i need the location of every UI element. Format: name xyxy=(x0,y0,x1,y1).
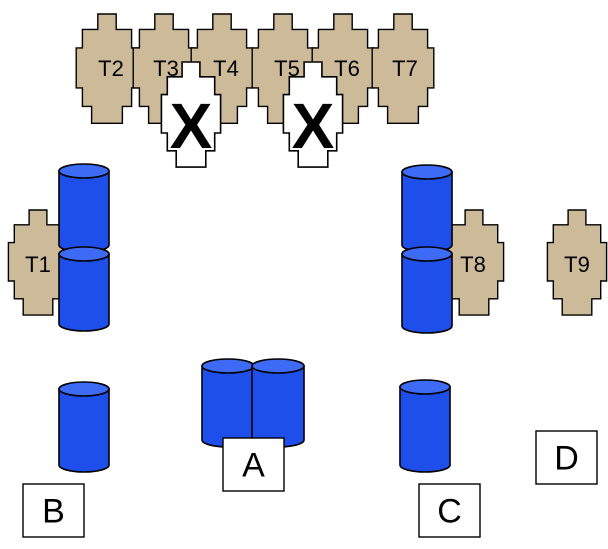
barrel-lid xyxy=(58,163,110,179)
no-shoot-target: X xyxy=(282,61,344,168)
position-label: C xyxy=(437,493,462,531)
barrel-body xyxy=(401,253,453,334)
barrel-lid xyxy=(58,246,110,262)
barrel-lid xyxy=(251,358,305,374)
barrel-body xyxy=(58,170,110,253)
target-label: T1 xyxy=(25,252,51,277)
position-box-frame xyxy=(22,483,85,538)
no-shoot-silhouette xyxy=(160,61,222,168)
target-label: T6 xyxy=(334,56,360,81)
barrel-lid xyxy=(58,381,110,397)
position-box-frame xyxy=(222,437,285,492)
target-label: T8 xyxy=(460,252,486,277)
barrel-body xyxy=(58,388,110,473)
barrel-body xyxy=(401,171,453,253)
barrel-left-stack-bottom xyxy=(58,246,110,332)
position-box-c: C xyxy=(418,483,481,538)
no-shoot-target: X xyxy=(160,61,222,168)
target-silhouette xyxy=(371,13,435,124)
target-label: T2 xyxy=(98,56,124,81)
position-box-frame xyxy=(535,430,598,485)
no-shoot-x-mark: X xyxy=(170,90,213,162)
target-t9: T9 xyxy=(546,209,608,316)
barrel-right-stack-bottom xyxy=(401,246,453,334)
position-box-frame xyxy=(418,483,481,538)
barrel-left-single xyxy=(58,381,110,473)
position-label: A xyxy=(242,447,265,485)
barrel-lid xyxy=(399,379,451,395)
barrel-lid xyxy=(201,358,255,374)
position-box-b: B xyxy=(22,483,85,538)
target-label: T4 xyxy=(213,56,239,81)
barrel-lid xyxy=(401,246,453,262)
target-label: T9 xyxy=(564,252,590,277)
position-box-a: A xyxy=(222,437,285,492)
target-silhouette xyxy=(546,209,608,316)
barrel-center-pair-right xyxy=(251,358,305,448)
barrel-center-pair-left xyxy=(201,358,255,448)
barrel-body xyxy=(201,365,255,448)
barrel-body xyxy=(58,253,110,332)
no-shoot-x-mark: X xyxy=(292,90,335,162)
barrel-right-stack-top xyxy=(401,164,453,253)
no-shoot-silhouette xyxy=(282,61,344,168)
position-label: B xyxy=(42,493,65,531)
target-silhouette xyxy=(75,13,139,124)
barrels-layer xyxy=(58,163,453,473)
target-t7: T7 xyxy=(371,13,435,124)
target-t8: T8 xyxy=(443,209,505,316)
barrel-lid xyxy=(401,164,453,180)
barrel-body xyxy=(399,386,451,473)
barrel-right-single xyxy=(399,379,451,473)
position-box-d: D xyxy=(535,430,598,485)
positions-layer: A B C D xyxy=(22,430,598,538)
target-label: T7 xyxy=(392,56,418,81)
target-t1: T1 xyxy=(7,209,69,316)
target-t2: T2 xyxy=(75,13,139,124)
barrel-body xyxy=(251,365,305,448)
barrel-left-stack-top xyxy=(58,163,110,253)
position-label: D xyxy=(554,440,579,478)
